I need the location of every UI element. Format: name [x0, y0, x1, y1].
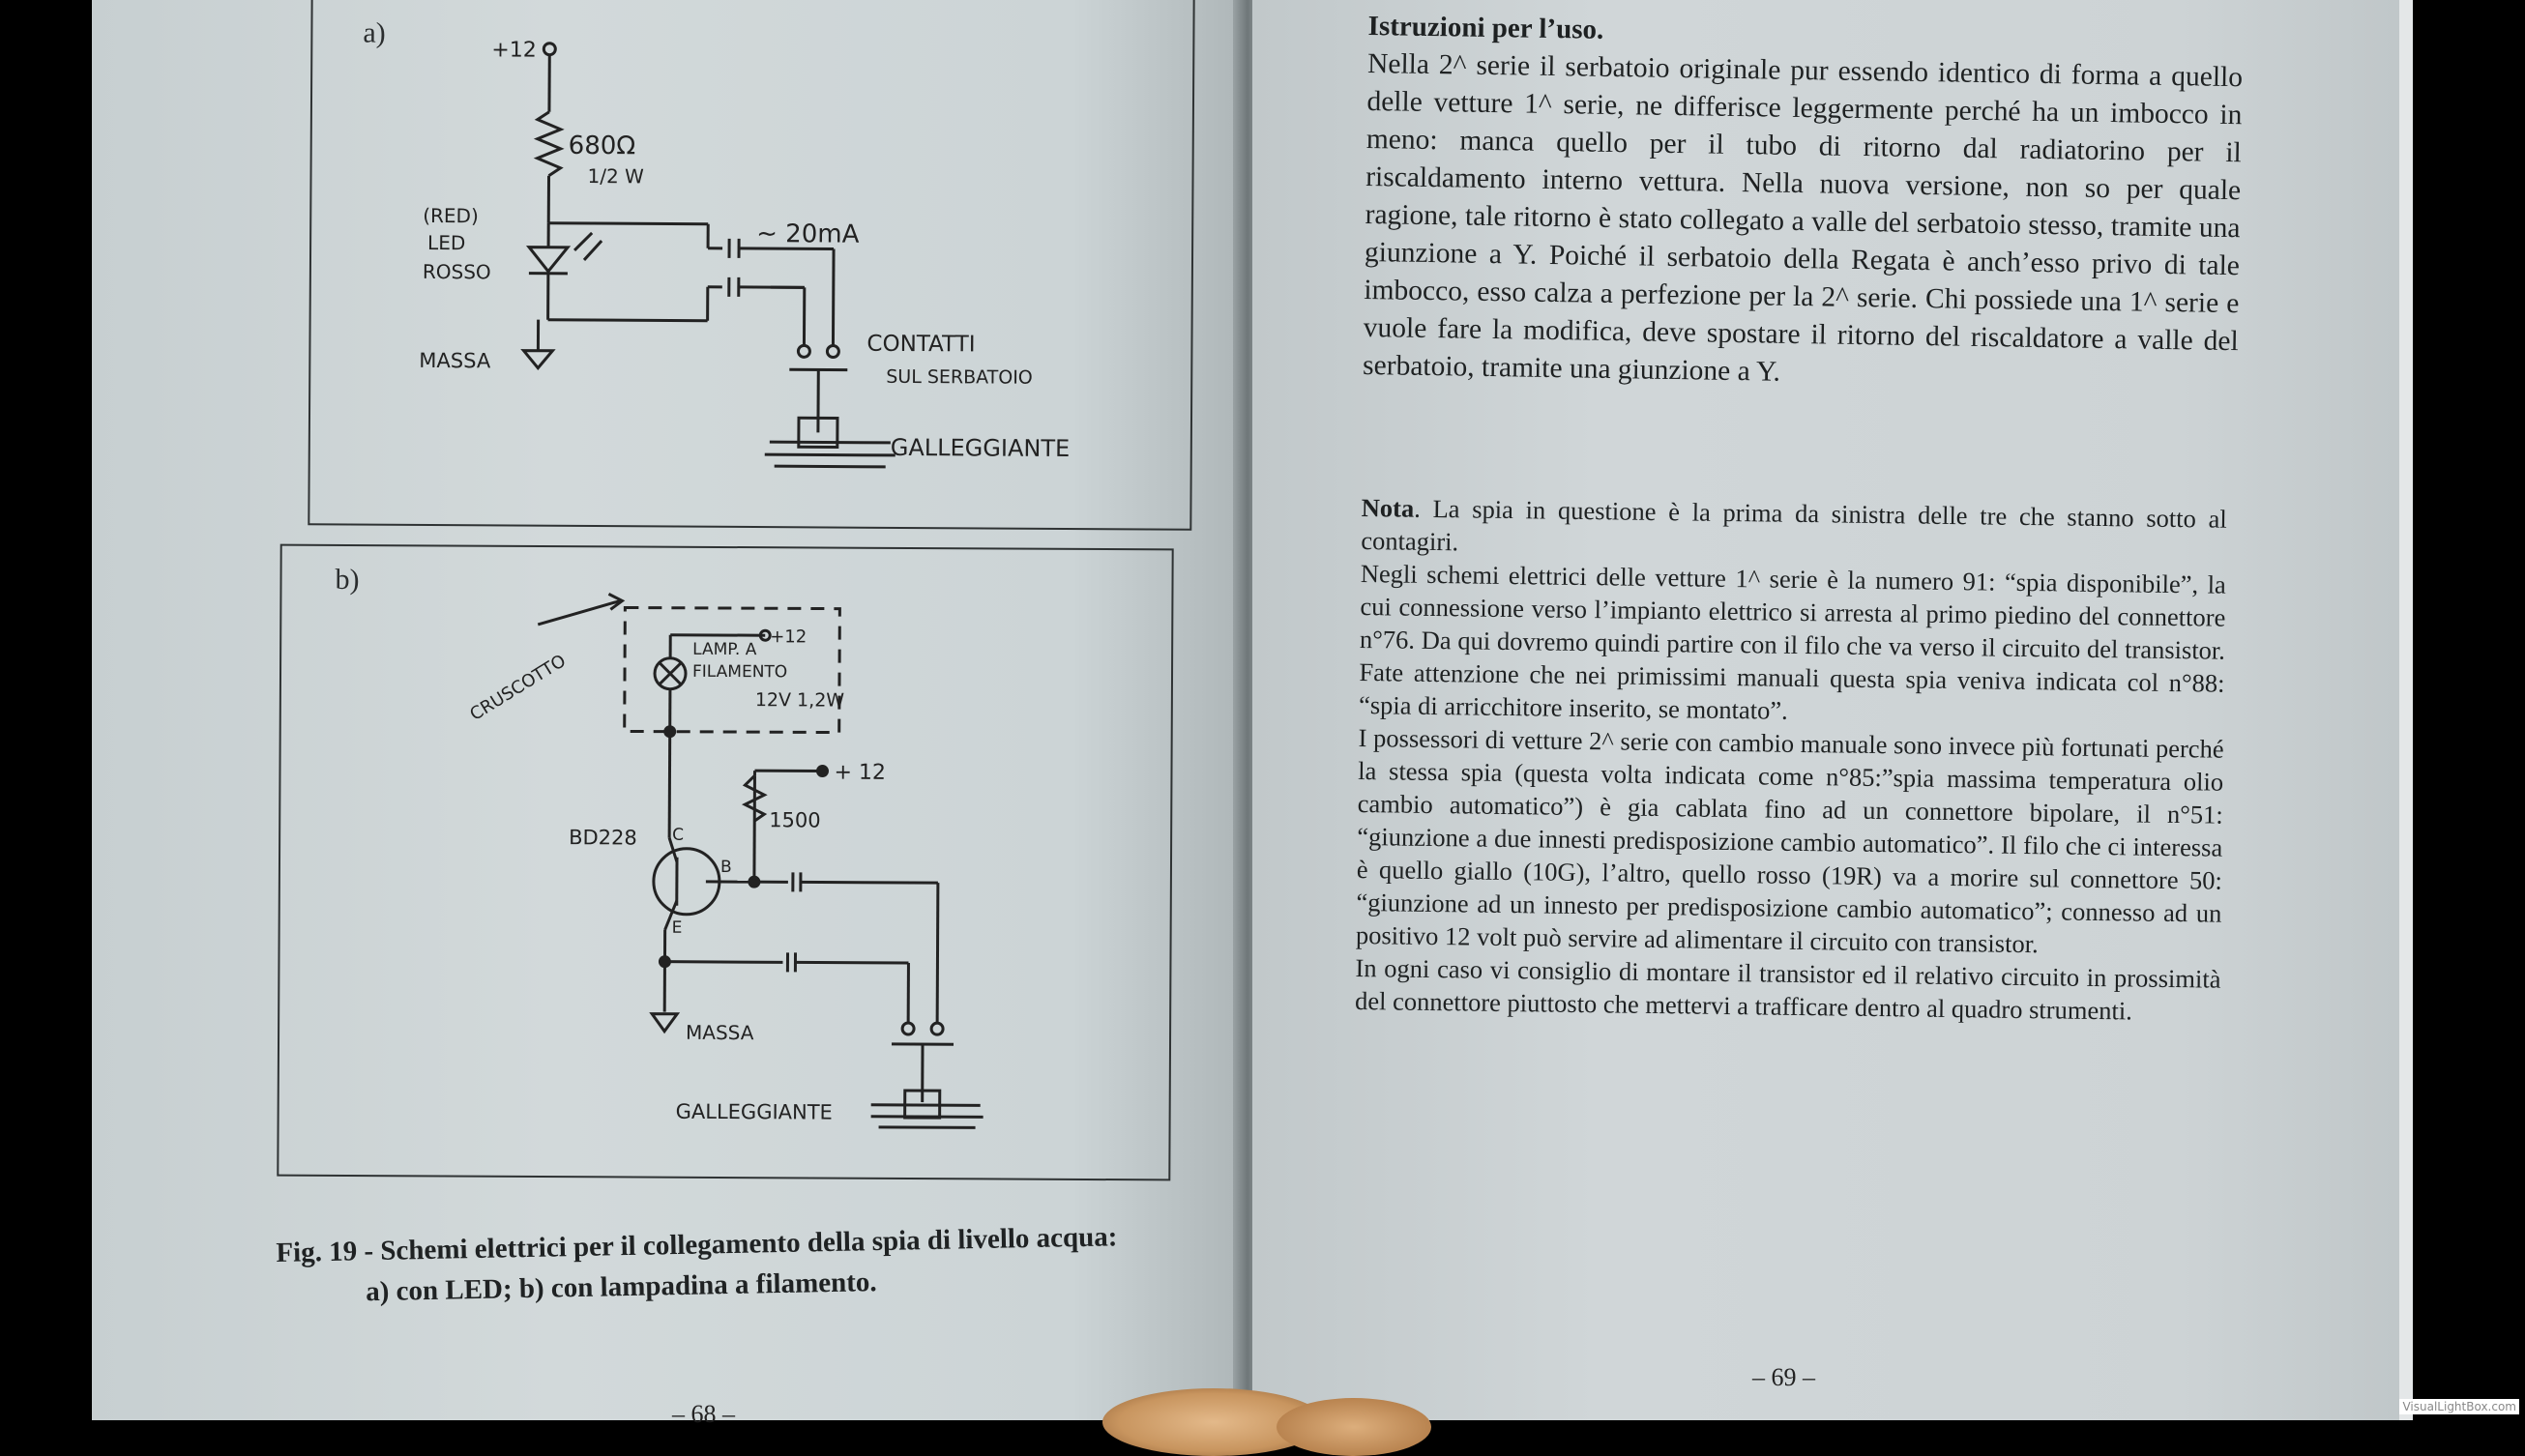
resistor-label: 680Ω	[569, 131, 636, 160]
paragraph-second-series: I possessori di vetture 2^ serie con cam…	[1356, 721, 2224, 963]
transistor-label: BD228	[569, 826, 637, 849]
led-label-3: ROSSO	[423, 260, 491, 283]
page-number-right: – 69 –	[1752, 1363, 1815, 1392]
figure-b-frame: b)	[277, 544, 1173, 1181]
current-label: ~ 20mA	[756, 219, 860, 249]
resistor-label: 1500	[769, 808, 821, 831]
resistor-power-label: 1/2 W	[587, 164, 644, 188]
contacts-label-1: CONTATTI	[866, 332, 975, 358]
ground-label: MASSA	[419, 349, 491, 372]
ground-label: MASSA	[686, 1021, 754, 1044]
watermark: VisualLightBox.com	[2399, 1399, 2519, 1414]
base-label: B	[720, 858, 732, 877]
lamp-label-1: LAMP. A	[692, 640, 757, 659]
dashboard-label: CRUSCOTTO	[466, 651, 570, 725]
page-number-left: – 68 –	[672, 1400, 735, 1429]
note-section: Nota. La spia in questione è la prima da…	[1355, 491, 2227, 1029]
lamp-label-2: FILAMENTO	[692, 662, 787, 683]
note-text: . La spia in questione è la prima da sin…	[1361, 494, 2227, 557]
led-label-2: LED	[427, 231, 465, 254]
float-label: GALLEGGIANTE	[676, 1100, 833, 1124]
led-label-1: (RED)	[423, 204, 479, 227]
supply-label: +12	[491, 38, 537, 62]
instructions-section: Istruzioni per l’uso. Nella 2^ serie il …	[1363, 8, 2244, 398]
paragraph-first-series: Negli schemi elettrici delle vetture 1^ …	[1359, 557, 2226, 733]
note-label: Nota	[1362, 493, 1415, 523]
supply-label: + 12	[834, 761, 886, 785]
lamp-rating-label: 12V 1,2W	[755, 689, 845, 711]
paragraph-advice: In ogni caso vi consiglio di montare il …	[1355, 951, 2221, 1029]
float-label: GALLEGGIANTE	[891, 434, 1071, 462]
contacts-label-2: SUL SERBATOIO	[886, 366, 1033, 389]
paragraph-intro: Nella 2^ serie il serbatoio originale pu…	[1363, 45, 2243, 398]
figure-a-frame: a)	[308, 0, 1194, 531]
emitter-label: E	[672, 918, 683, 938]
note-paragraph: Nota. La spia in questione è la prima da…	[1361, 491, 2227, 568]
lamp-supply-label: +12	[770, 626, 807, 647]
thumb-second	[1277, 1398, 1431, 1456]
transistor-circuit-schematic: CRUSCOTTO LAMP. A FILAMENTO 12V 1,2W +12…	[279, 546, 1171, 1179]
collector-label: C	[672, 826, 684, 845]
led-circuit-schematic: +12 680Ω 1/2 W (RED) LED ROSSO ~ 20mA MA…	[309, 0, 1192, 529]
